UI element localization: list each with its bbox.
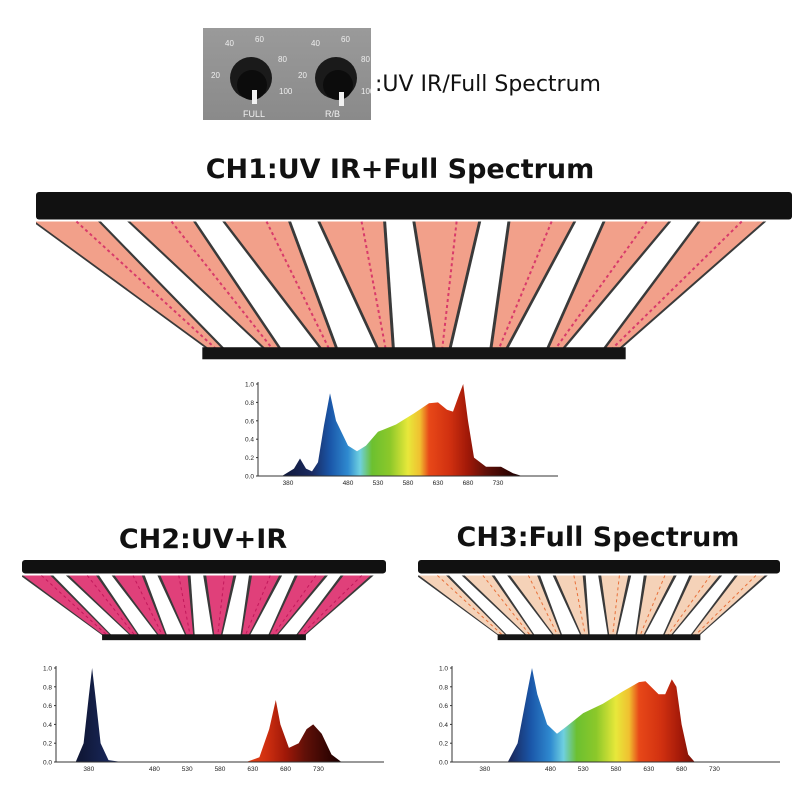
- ch2-spectrum-chart: 0.0 0.2 0.4 0.6 0.8 1.0 380 480 530 580 630 680 730: [43, 666, 384, 773]
- x-tick-label: 730: [493, 480, 504, 487]
- light-bar: [688, 575, 768, 638]
- knob-scale-label: 80: [361, 55, 370, 64]
- knob-label-rb: R/B: [325, 109, 340, 119]
- light-bar: [22, 575, 114, 638]
- x-tick-label: 630: [247, 766, 258, 773]
- x-tick-label: 580: [611, 766, 622, 773]
- knob-scale-label: 60: [255, 35, 264, 44]
- top-rail: [418, 560, 780, 574]
- light-bar: [601, 220, 767, 351]
- light-bar: [598, 575, 632, 638]
- light-bar: [461, 575, 537, 638]
- x-tick-label: 380: [83, 766, 94, 773]
- ch2-grow-light: [22, 560, 386, 641]
- x-tick-label: 580: [215, 766, 226, 773]
- y-tick-label: 0.6: [245, 418, 254, 425]
- light-bar: [267, 575, 328, 638]
- x-tick-label: 530: [373, 480, 384, 487]
- y-tick-label: 0.6: [43, 703, 52, 710]
- y-tick-label: 0.2: [43, 741, 52, 748]
- y-tick-label: 0.4: [245, 437, 254, 444]
- x-tick-label: 530: [182, 766, 193, 773]
- dimmer-knobs-illustration: 20 40 60 80 100 FULL 20 40 60 80 100 R/B: [211, 35, 375, 119]
- light-bar: [65, 575, 141, 638]
- x-tick-label: 380: [283, 480, 294, 487]
- spectrum-area: [75, 668, 342, 762]
- y-tick-label: 0.8: [439, 684, 448, 691]
- y-tick-label: 0.4: [439, 722, 448, 729]
- bottom-rail: [202, 347, 626, 360]
- knob-scale-label: 100: [279, 87, 293, 96]
- light-bar: [157, 575, 195, 638]
- y-tick-label: 0.0: [245, 474, 254, 481]
- x-tick-label: 680: [280, 766, 291, 773]
- knob-scale-label: 40: [311, 39, 320, 48]
- ch3-title: CH3:Full Spectrum: [456, 522, 740, 553]
- x-tick-label: 680: [463, 480, 474, 487]
- light-bar: [634, 575, 677, 638]
- light-bar: [36, 220, 227, 351]
- knob-scale-label: 100: [361, 87, 371, 96]
- light-bar: [489, 221, 577, 351]
- light-bar: [507, 575, 564, 638]
- y-tick-label: 0.2: [245, 455, 254, 462]
- knob-scale-label: 80: [278, 55, 287, 64]
- ch1-grow-light: [36, 192, 792, 360]
- knob-full[interactable]: 20 40 60 80 100 FULL: [211, 35, 293, 119]
- light-bar: [545, 220, 672, 351]
- top-rail: [36, 192, 792, 220]
- y-tick-label: 1.0: [245, 382, 254, 389]
- y-tick-label: 0.0: [43, 760, 52, 767]
- knob-rb[interactable]: 20 40 60 80 100 R/B: [298, 35, 375, 119]
- light-bar: [661, 575, 723, 638]
- knob-label-full: FULL: [243, 109, 265, 119]
- y-tick-label: 1.0: [43, 666, 52, 673]
- knob-scale-label: 20: [211, 71, 220, 80]
- light-bar: [552, 575, 590, 638]
- ch3-spectrum-chart: 0.0 0.2 0.4 0.6 0.8 1.0 380 480 530 580 630 680 730: [439, 666, 780, 773]
- y-tick-label: 0.2: [439, 741, 448, 748]
- ch1-title: CH1:UV IR+Full Spectrum: [205, 154, 595, 185]
- knob-caption: :UV IR/Full Spectrum: [375, 72, 601, 97]
- x-tick-label: 380: [479, 766, 490, 773]
- x-tick-label: 730: [313, 766, 324, 773]
- x-tick-label: 480: [149, 766, 160, 773]
- bottom-rail: [497, 634, 701, 641]
- knob-scale-label: 20: [298, 71, 307, 80]
- x-tick-label: 680: [676, 766, 687, 773]
- light-bar: [111, 575, 168, 638]
- light-bar: [203, 575, 237, 638]
- knob-scale-label: 60: [341, 35, 350, 44]
- light-bar: [240, 575, 283, 638]
- top-rail: [22, 560, 386, 574]
- light-bar: [412, 221, 482, 351]
- light-bar: [294, 575, 374, 638]
- x-tick-label: 630: [433, 480, 444, 487]
- light-bar: [317, 221, 395, 351]
- ch3-grow-light: [418, 560, 780, 641]
- ch2-title: CH2:UV+IR: [118, 524, 288, 555]
- light-bar: [222, 221, 339, 351]
- dimmer-knob-panel: 20 40 60 80 100 FULL 20 40 60 80 100 R/B: [203, 28, 375, 120]
- x-tick-label: 530: [578, 766, 589, 773]
- y-tick-label: 1.0: [439, 666, 448, 673]
- x-tick-label: 480: [343, 480, 354, 487]
- light-bar: [418, 575, 510, 638]
- spectrum-area: [507, 668, 695, 762]
- knob-scale-label: 40: [225, 39, 234, 48]
- y-tick-label: 0.8: [43, 684, 52, 691]
- spectrum-area: [282, 384, 522, 476]
- ch1-spectrum-chart: 0.0 0.2 0.4 0.6 0.8 1.0 380 480 530 580 630 680 730: [245, 382, 558, 487]
- y-tick-label: 0.4: [43, 722, 52, 729]
- bottom-rail: [102, 634, 306, 641]
- x-tick-label: 580: [403, 480, 414, 487]
- x-tick-label: 480: [545, 766, 556, 773]
- y-tick-label: 0.8: [245, 400, 254, 407]
- light-bar: [127, 220, 283, 351]
- x-tick-label: 630: [643, 766, 654, 773]
- x-tick-label: 730: [709, 766, 720, 773]
- y-tick-label: 0.0: [439, 760, 448, 767]
- y-tick-label: 0.6: [439, 703, 448, 710]
